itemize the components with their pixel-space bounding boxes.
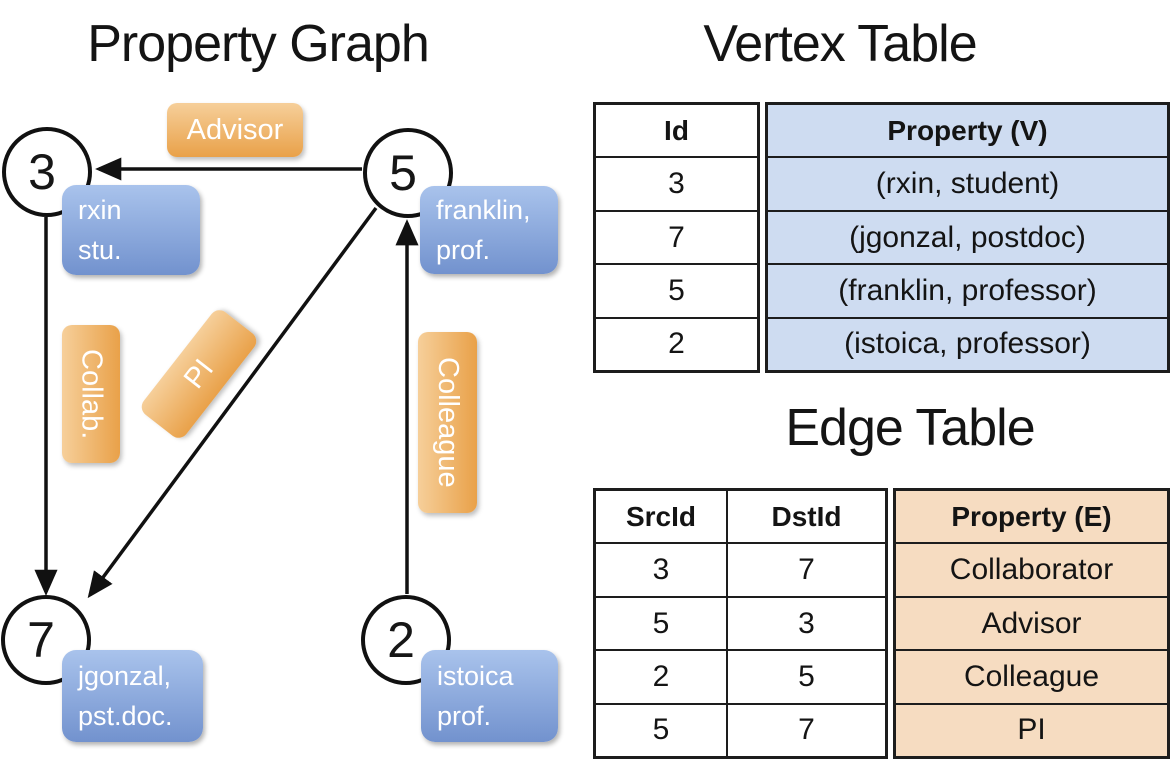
edge-table-header-property: Property (E): [951, 500, 1112, 532]
graph-node-2: 2: [361, 595, 451, 685]
edge-table-dst-column: DstId 7 3 5 7: [726, 491, 885, 756]
vertex-table-property-cell: (franklin, professor): [768, 263, 1167, 316]
graph-title: Property Graph: [87, 15, 429, 73]
edge-table-src-cell: 3: [596, 542, 726, 595]
edge-table-property-cell: PI: [896, 702, 1167, 756]
edge-label-advisor: Advisor: [167, 103, 303, 157]
edge-table: SrcId 3 5 2 5 DstId 7 3 5 7 Property (E)…: [593, 488, 1170, 759]
vertex-table: Id 3 7 5 2 Property (V) (rxin, student) …: [593, 102, 1170, 373]
vertex-property-line: stu.: [78, 235, 122, 265]
node-id-label: 3: [28, 144, 56, 200]
vertex-property-box-5: franklin, prof.: [420, 186, 558, 274]
vertex-table-id-cell: 5: [596, 263, 757, 316]
edge-table-src-cell: 5: [596, 702, 726, 756]
edge-table-header-srcid: SrcId: [625, 500, 697, 532]
vertex-property-box-3: rxin stu.: [62, 185, 200, 275]
edge-table-src-column: SrcId 3 5 2 5: [596, 491, 726, 756]
edge-table-property-cell: Colleague: [896, 649, 1167, 702]
edge-table-dst-cell: 7: [728, 542, 885, 595]
vertex-table-property-cell: (rxin, student): [768, 156, 1167, 209]
edge-table-dst-cell: 3: [728, 595, 885, 649]
edge-table-property-cell: Collaborator: [896, 542, 1167, 595]
edge-table-property-cell: Advisor: [896, 595, 1167, 649]
edge-table-id-columns: SrcId 3 5 2 5 DstId 7 3 5 7: [593, 488, 888, 759]
edge-table-dst-cell: 7: [728, 702, 885, 756]
vertex-table-property-cell: (jgonzal, postdoc): [768, 209, 1167, 263]
vertex-table-id-cell: 2: [596, 316, 757, 370]
vertex-property-line: rxin: [78, 194, 122, 225]
edge-table-title: Edge Table: [785, 399, 1035, 457]
vertex-table-title: Vertex Table: [703, 15, 977, 73]
edge-table-header-dstid: DstId: [771, 500, 842, 532]
node-id-label: 7: [27, 612, 55, 668]
edge-table-property-column: Property (E) Collaborator Advisor Collea…: [893, 488, 1170, 759]
vertex-table-id-cell: 3: [596, 156, 757, 209]
vertex-property-line: istoica: [437, 660, 514, 691]
vertex-property-line: jgonzal,: [78, 660, 172, 691]
vertex-property-box-7: jgonzal, pst.doc.: [62, 650, 203, 742]
vertex-table-header-id: Id: [664, 114, 689, 146]
edge-table-dst-cell: 5: [728, 649, 885, 702]
vertex-property-line: pst.doc.: [78, 701, 173, 731]
node-id-label: 5: [389, 145, 417, 201]
vertex-table-property-column: Property (V) (rxin, student) (jgonzal, p…: [765, 102, 1170, 373]
vertex-property-line: franklin,: [436, 194, 531, 225]
vertex-table-header-property: Property (V): [887, 114, 1048, 146]
graph-edges-layer: [34, 157, 419, 599]
vertex-property-box-2: istoica prof.: [421, 650, 558, 742]
vertex-table-property-cell: (istoica, professor): [768, 316, 1167, 370]
vertex-table-id-cell: 7: [596, 209, 757, 263]
vertex-property-line: prof.: [436, 235, 491, 265]
edge-table-src-cell: 5: [596, 595, 726, 649]
edge-label-colleague: Colleague: [418, 332, 477, 513]
vertex-table-id-column: Id 3 7 5 2: [593, 102, 760, 373]
edge-table-src-cell: 2: [596, 649, 726, 702]
edge-label-collab: Collab.: [62, 325, 120, 463]
vertex-property-line: prof.: [437, 701, 492, 731]
graph-node-5: 5: [363, 128, 453, 218]
edge-arrow-5-to-7: [87, 206, 378, 599]
node-id-label: 2: [387, 612, 415, 668]
